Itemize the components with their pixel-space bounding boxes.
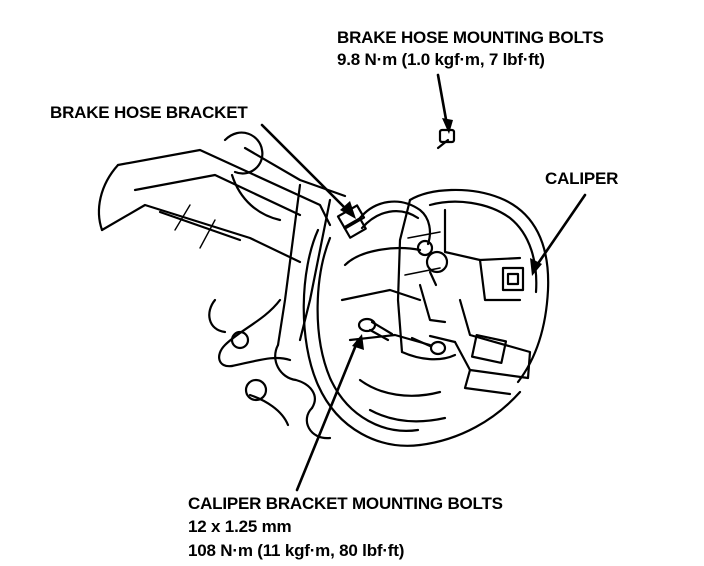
arrow-brake-hose-bracket xyxy=(340,201,356,219)
leader-caliper xyxy=(535,193,587,267)
brake-rotor xyxy=(302,228,522,447)
brake-hose-bolts-title: BRAKE HOSE MOUNTING BOLTS xyxy=(337,28,604,47)
caliper-bracket-bolt-lower xyxy=(410,336,447,356)
suspension-arm xyxy=(97,148,332,264)
caliper-bracket-bolts-torque: 108 N·m (11 kgf·m, 80 lbf·ft) xyxy=(188,541,405,560)
caliper-body xyxy=(396,188,550,396)
steering-knuckle xyxy=(208,131,347,440)
leader-lines xyxy=(260,73,587,492)
caliper-bracket-bolts-title: CALIPER BRACKET MOUNTING BOLTS xyxy=(188,494,503,513)
leader-caliper-bracket-bolts xyxy=(295,338,360,492)
arrow-brake-hose-bolts xyxy=(442,118,453,134)
leader-brake-hose-bolts xyxy=(436,73,449,127)
hose-bolt xyxy=(436,128,456,150)
caliper-label: CALIPER xyxy=(545,169,619,188)
arrow-caliper-bracket-bolts xyxy=(352,334,364,350)
caliper-bracket-bolts-size: 12 x 1.25 mm xyxy=(188,517,292,536)
brake-hose-bolts-torque: 9.8 N·m (1.0 kgf·m, 7 lbf·ft) xyxy=(337,50,545,69)
arrow-caliper xyxy=(530,258,542,276)
brake-hose-bracket-label: BRAKE HOSE BRACKET xyxy=(50,103,248,122)
leader-brake-hose-bracket xyxy=(260,123,352,215)
caliper-bracket-bolt-upper xyxy=(357,317,394,342)
